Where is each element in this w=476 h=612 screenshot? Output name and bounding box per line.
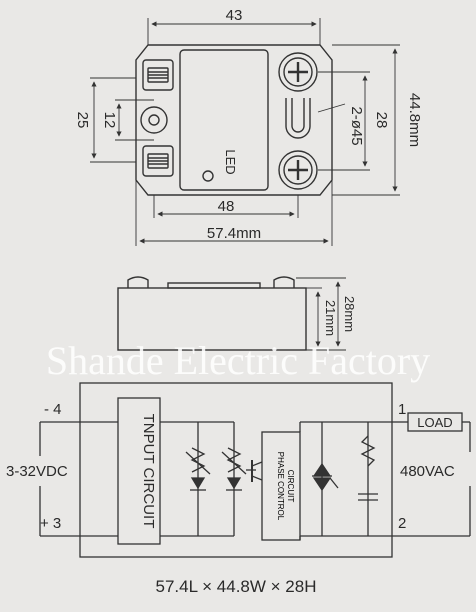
label-window	[179, 49, 269, 191]
dim-side-overall: 28mm	[342, 296, 357, 332]
terminal-4-label: - 4	[44, 401, 62, 418]
schematic-labels: - 4 + 3 3-32VDC TNPUT CIRCUIT PHASE CONT…	[6, 401, 455, 532]
snubber-resistor	[360, 435, 376, 467]
dim-hole-span: 48	[218, 198, 235, 215]
mount-hole-left	[140, 106, 168, 134]
terminal-1-label: 1	[398, 401, 406, 418]
load-label: LOAD	[417, 415, 452, 430]
triac-symbol	[312, 462, 332, 477]
dimensions-caption: 57.4L × 44.8W × 28H	[156, 577, 317, 596]
phase-control-block	[261, 431, 301, 541]
indicator-led-right	[226, 447, 242, 473]
dim-height-inner: 28	[373, 112, 390, 129]
terminal-3-label: + 3	[40, 515, 61, 532]
terminal-bottom-left	[142, 145, 174, 177]
led-label: LED	[223, 149, 238, 174]
output-voltage-label: 480VAC	[400, 463, 455, 480]
phase-block-label-2: CIRCUIT	[286, 470, 295, 503]
screw-terminal-top-right	[278, 52, 318, 92]
input-voltage-label: 3-32VDC	[6, 463, 68, 480]
side-terminal-right	[273, 276, 295, 288]
indicator-led-left	[190, 447, 206, 473]
side-view	[117, 276, 346, 351]
relay-housing	[79, 382, 393, 558]
dim-hole-note: 2-ø45	[348, 106, 365, 145]
dim-left-inner: 12	[101, 112, 118, 129]
input-block-label: TNPUT CIRCUIT	[140, 414, 157, 529]
input-circuit-block	[117, 397, 161, 545]
top-view-labels: 43 48 57.4mm 44.8mm 28 2-ø45 25 12 LED	[74, 7, 423, 242]
dim-width-top: 43	[226, 7, 243, 24]
led-indicator	[202, 170, 214, 182]
screw-terminal-bottom-right	[278, 150, 318, 190]
terminal-2-label: 2	[398, 515, 406, 532]
dim-left-outer: 25	[74, 112, 91, 129]
phase-block-label-1: PHASE CONTROL	[276, 452, 285, 521]
dim-overall-height: 44.8mm	[406, 93, 423, 147]
side-terminal-left	[127, 276, 149, 288]
watermark-text: Shande Electric Factory	[46, 338, 430, 383]
side-view-labels: 28mm 21mm	[323, 296, 357, 336]
dim-overall-width: 57.4mm	[207, 225, 261, 242]
mount-slot-right	[285, 98, 311, 139]
top-view	[90, 18, 400, 246]
dim-side-body: 21mm	[323, 300, 338, 336]
terminal-top-left	[142, 59, 174, 91]
schematic	[39, 382, 471, 558]
